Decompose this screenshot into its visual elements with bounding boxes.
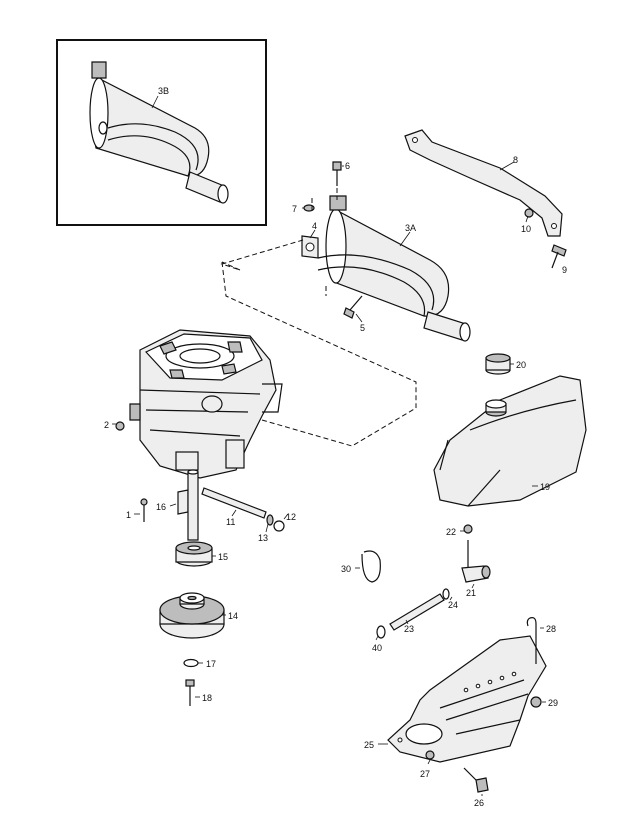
callout-23: 23: [404, 624, 414, 634]
callout-3a: 3A: [405, 223, 416, 233]
pulley-14: 14: [159, 592, 238, 639]
muffler-bracket: 8: [404, 129, 563, 237]
callout-17: 17: [206, 659, 216, 669]
callout-26: 26: [474, 798, 484, 808]
callout-27: 27: [420, 769, 430, 779]
callout-2: 2: [104, 420, 109, 430]
fitting-22: 22: [446, 524, 473, 537]
callout-22: 22: [446, 527, 456, 537]
callout-29: 29: [548, 698, 558, 708]
callout-40: 40: [372, 643, 382, 653]
callout-21: 21: [466, 588, 476, 598]
callout-3b: 3B: [158, 86, 169, 96]
nut-29: 29: [530, 696, 558, 708]
shutoff-valve-21: 21: [461, 540, 491, 598]
clamp-30: 30: [341, 550, 381, 583]
bolt-18: 18: [185, 679, 212, 706]
clamp-40: 40: [372, 625, 386, 653]
engine: [129, 329, 283, 479]
pulley-15: 15: [175, 541, 228, 567]
tank-bracket-25: 25: [364, 635, 547, 763]
callout-7: 7: [292, 204, 297, 214]
callout-19: 19: [540, 482, 550, 492]
callout-24: 24: [448, 600, 458, 610]
muffler-3b: [89, 61, 229, 204]
j-bolt-28: 28: [526, 617, 556, 664]
callout-20: 20: [516, 360, 526, 370]
key-16: 16: [156, 489, 189, 515]
nut-27: 27: [420, 750, 435, 779]
callout-16: 16: [156, 502, 166, 512]
callout-11: 11: [226, 517, 235, 527]
shaft-11: 11: [201, 487, 267, 527]
crankshaft: [187, 469, 199, 541]
fuel-tank: 19: [433, 375, 587, 507]
fuel-hose-23: 23: [389, 593, 445, 634]
washer-7: 7: [292, 204, 315, 214]
clamp-24: 24: [442, 588, 458, 610]
dash-line-upper: [220, 188, 417, 408]
bolt-2: 2: [104, 420, 125, 431]
nut-10: 10: [521, 208, 534, 234]
callout-1: 1: [126, 510, 131, 520]
callout-30: 30: [341, 564, 351, 574]
callout-14: 14: [228, 611, 238, 621]
gasket-4: 4: [301, 221, 319, 259]
callout-10: 10: [521, 224, 531, 234]
dash-line-engine: [261, 407, 417, 447]
nut-12: 12: [273, 512, 296, 532]
fuel-cap-20: 20: [485, 353, 526, 375]
callout-13: 13: [258, 533, 268, 543]
callout-15: 15: [218, 552, 228, 562]
callout-4: 4: [312, 221, 317, 231]
muffler-3a: 3A: [317, 195, 471, 342]
bolt-1: 1: [126, 498, 148, 522]
callout-18: 18: [202, 693, 212, 703]
washer-17: 17: [183, 658, 216, 669]
bolt-26: 26: [463, 767, 489, 808]
callout-6: 6: [345, 161, 350, 171]
callout-8: 8: [513, 155, 518, 165]
bolt-9: 9: [551, 244, 567, 275]
callout-9: 9: [562, 265, 567, 275]
bolt-6: 6: [332, 161, 350, 186]
inset-box: 3B: [56, 39, 267, 226]
callout-25: 25: [364, 740, 374, 750]
callout-28: 28: [546, 624, 556, 634]
callout-12: 12: [286, 512, 296, 522]
bolt-5: 5: [343, 295, 365, 333]
washer-13: 13: [258, 514, 274, 543]
callout-5: 5: [360, 323, 365, 333]
